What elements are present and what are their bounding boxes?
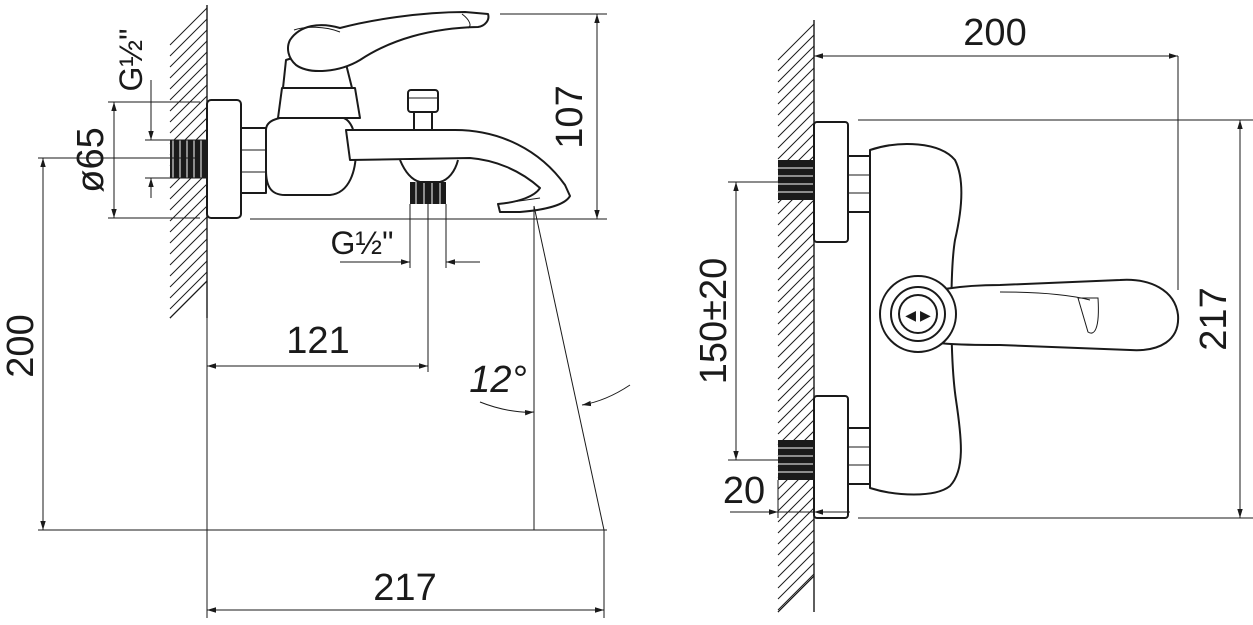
hatch-line (777, 496, 815, 534)
side-outlet-thread (410, 182, 446, 204)
hatch-line (777, 254, 815, 292)
side-hex-nut (240, 127, 267, 194)
hatch-line (777, 45, 815, 83)
hatch-line (777, 408, 815, 446)
hatch-line (777, 507, 815, 545)
hatch-line (777, 551, 815, 589)
hatch-line (777, 529, 815, 567)
dim-total-length: 217 (373, 567, 436, 609)
front-wall (777, 20, 815, 613)
side-escutcheon (206, 99, 242, 219)
hatch-line (777, 34, 815, 72)
hatch-line (777, 111, 815, 149)
dim-front-height: 217 (1193, 287, 1235, 350)
dim-front-wall-gap: 20 (723, 470, 765, 512)
hatch-line (169, 51, 208, 90)
hatch-line (169, 18, 208, 57)
hatch-line (777, 287, 815, 325)
hatch-line (169, 205, 208, 244)
hatch-line (169, 73, 208, 112)
hatch-line (169, 84, 208, 123)
svg-text:◀ ▶: ◀ ▶ (905, 307, 931, 323)
side-inlet-thread (170, 140, 207, 178)
hatch-line (169, 216, 208, 255)
hatch-line (777, 518, 815, 556)
hatch-line (777, 309, 815, 347)
front-escutcheon-bottom (813, 395, 849, 519)
hatch-line (169, 40, 208, 79)
hatch-line (777, 23, 815, 61)
hatch-line (169, 227, 208, 266)
hatch-line (777, 56, 815, 94)
hatch-line (777, 386, 815, 424)
dim-front-centers: 150±20 (693, 258, 735, 385)
hatch-line (777, 67, 815, 105)
hatch-line (777, 540, 815, 578)
hatch-line (169, 238, 208, 277)
front-wall-hatching (777, 23, 815, 613)
hatch-line (777, 199, 815, 237)
side-mixer-body (265, 115, 357, 196)
front-hot-cold-cap (898, 294, 938, 334)
front-inlet-thread-top (778, 160, 814, 200)
dim-thread-top: G½" (113, 29, 149, 92)
hatch-line (169, 260, 208, 299)
side-lever-handle (287, 11, 490, 72)
hatch-line (777, 575, 815, 613)
dim-outlet-offset: 121 (286, 320, 349, 362)
hatch-line (777, 232, 815, 270)
side-diverter-knob (407, 89, 439, 113)
hatch-line (777, 221, 815, 259)
hatch-line (169, 29, 208, 68)
side-spout (345, 129, 571, 213)
hatch-line (777, 353, 815, 391)
hatch-line (777, 485, 815, 523)
dim-wall-height: 200 (0, 314, 42, 377)
hatch-line (169, 106, 208, 145)
hatch-line (777, 243, 815, 281)
hatch-line (777, 89, 815, 127)
hatch-line (777, 265, 815, 303)
hatch-line (169, 7, 208, 46)
hatch-line (777, 331, 815, 369)
hatch-line (777, 210, 815, 248)
side-cartridge (277, 87, 361, 119)
hatch-line (777, 320, 815, 358)
side-view: ø65 G½" 107 G½" 121 12° 200 217 (0, 5, 631, 618)
front-lever-handle (899, 278, 1180, 352)
hatch-line (777, 100, 815, 138)
front-escutcheon-top (813, 121, 849, 243)
hatch-line (777, 474, 815, 512)
dim-height-spout: 107 (549, 85, 591, 148)
dim-thread-outlet: G½" (331, 225, 394, 261)
hatch-line (777, 562, 815, 600)
front-hex-nut-top (847, 155, 871, 213)
hatch-line (169, 172, 208, 211)
hatch-line (169, 183, 208, 222)
dim-front-width: 200 (963, 12, 1026, 54)
hatch-line (777, 298, 815, 336)
hatch-line (169, 249, 208, 288)
hatch-line (777, 276, 815, 314)
hatch-line (777, 375, 815, 413)
front-hex-nut-bottom (847, 427, 871, 485)
hatch-line (777, 122, 815, 160)
hatch-line (777, 364, 815, 402)
dim-angle: 12° (469, 359, 526, 401)
dim-diameter: ø65 (70, 127, 112, 192)
hatch-line (169, 95, 208, 134)
front-view: ◀ ▶ 200 217 150±20 20 (693, 12, 1253, 613)
hatch-line (169, 62, 208, 101)
hatch-line (777, 573, 815, 611)
hatch-line (777, 78, 815, 116)
hatch-line (169, 271, 208, 310)
hatch-line (169, 280, 208, 319)
hatch-line (777, 342, 815, 380)
hatch-line (169, 194, 208, 233)
hatch-line (777, 397, 815, 435)
